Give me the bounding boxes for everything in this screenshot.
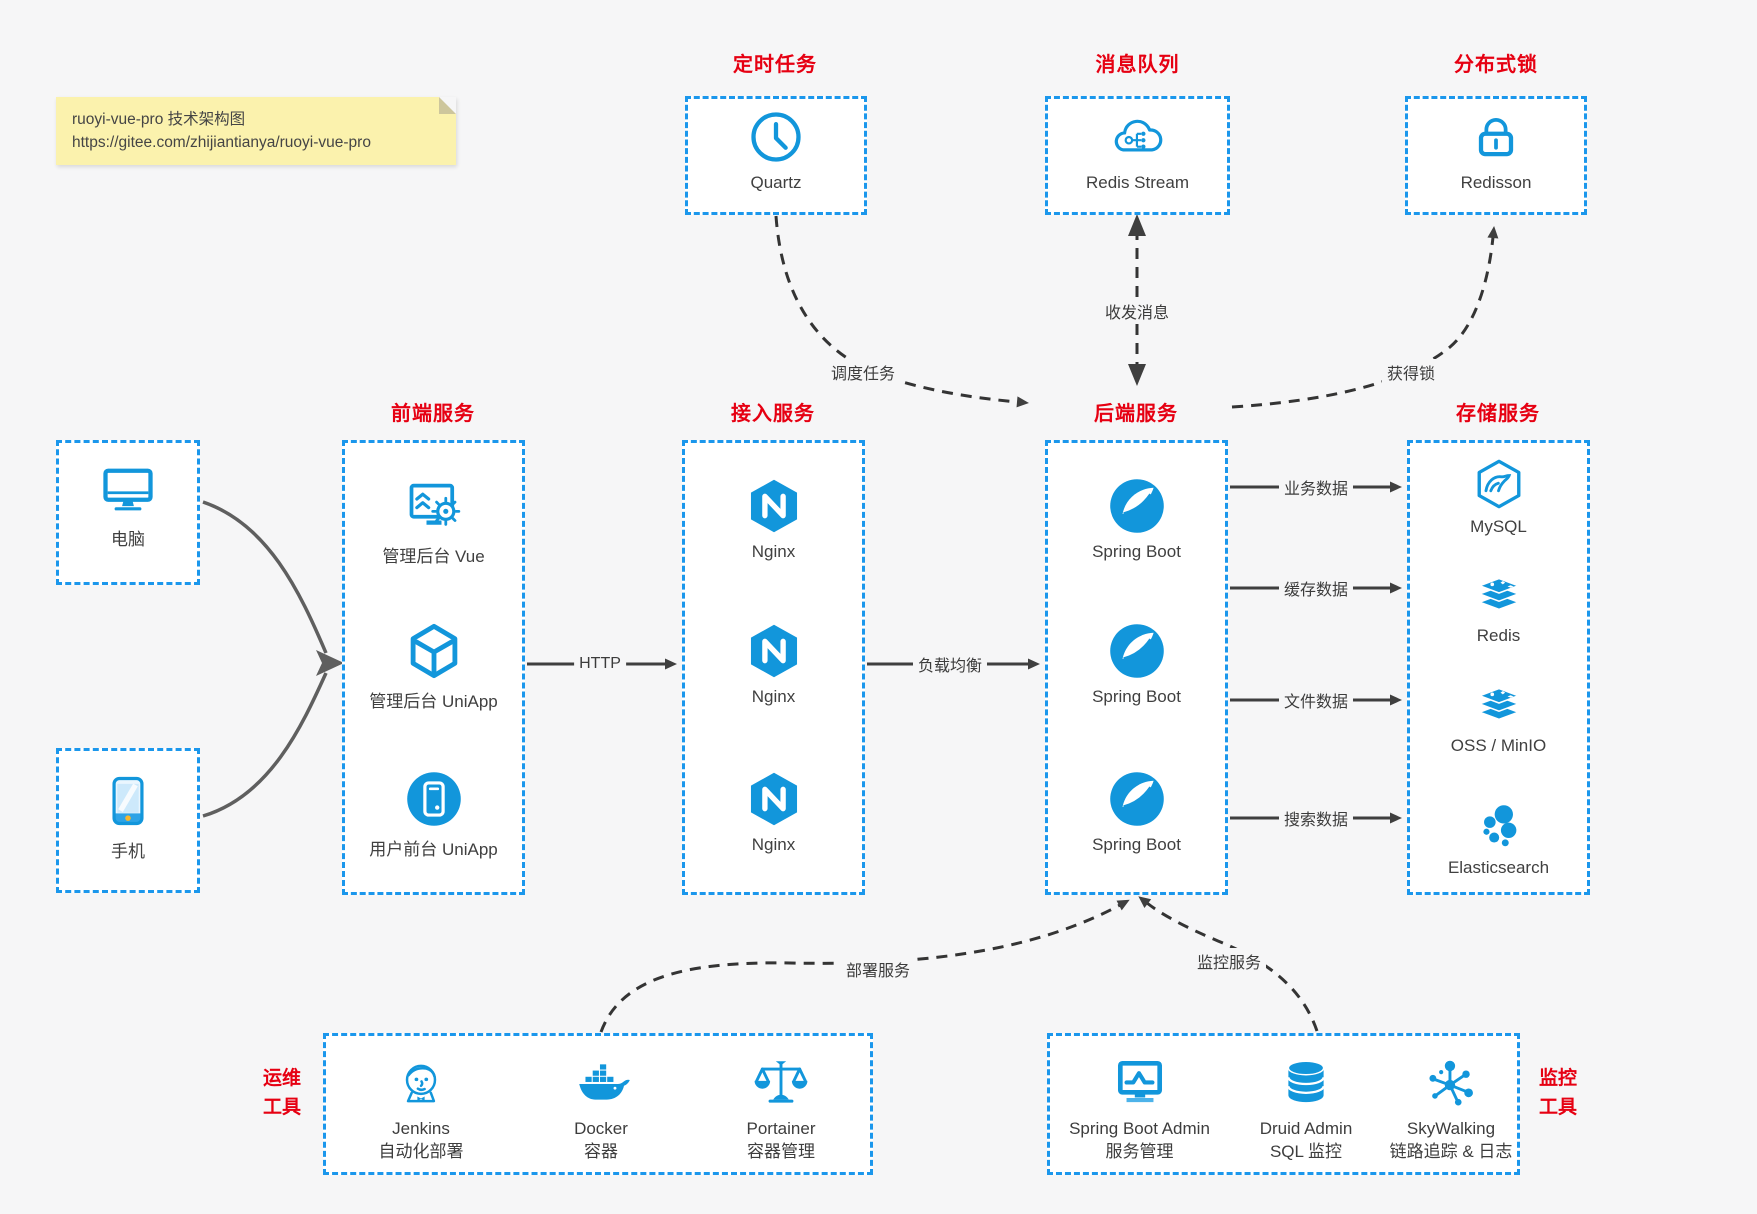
edge-label-search-data: 搜索数据	[1278, 805, 1354, 831]
title-scheduler: 定时任务	[733, 54, 817, 76]
spring-boot-icon	[1108, 478, 1165, 534]
backend-item-label: Spring Boot	[1092, 542, 1181, 561]
edge-label-acquire-lock: 获得锁	[1381, 359, 1441, 385]
oss-minio-icon	[1478, 687, 1519, 721]
redisson-label: Redisson	[1460, 173, 1532, 192]
box-redisson: Redisson	[1405, 96, 1587, 215]
monitoring-item-desc: 服务管理	[1105, 1142, 1174, 1161]
edge-label-http: HTTP	[574, 654, 626, 674]
arrowhead-clients	[316, 650, 344, 676]
docker-icon	[579, 1064, 630, 1100]
edge-label-file-data: 文件数据	[1278, 687, 1354, 713]
monitoring-item-name: Druid Admin	[1259, 1119, 1353, 1138]
frontend-item-label: 管理后台 UniApp	[369, 692, 498, 711]
box-quartz: Quartz	[685, 96, 867, 215]
gateway-item-label: Nginx	[751, 687, 796, 706]
user-uniapp-icon	[405, 770, 462, 828]
storage-item-label: Redis	[1476, 626, 1521, 645]
sticky-note: ruoyi-vue-pro 技术架构图 https://gitee.com/zh…	[56, 97, 456, 165]
note-fold-corner	[439, 97, 456, 114]
edge-label-deploy: 部署服务	[840, 956, 916, 982]
title-storage: 存储服务	[1456, 403, 1540, 425]
edge-label-dispatch: 调度任务	[825, 359, 901, 385]
monitoring-side-title: 监控 工具	[1538, 1068, 1577, 1118]
title-frontend: 前端服务	[391, 403, 475, 425]
lock-icon	[1466, 107, 1526, 167]
ops-item-desc: 自动化部署	[378, 1142, 464, 1161]
frontend-item-label: 管理后台 Vue	[382, 547, 485, 566]
storage-item-label: Elasticsearch	[1447, 858, 1550, 877]
spring-boot-admin-icon	[1111, 1054, 1169, 1112]
uniapp-cube-icon	[404, 621, 464, 681]
jenkins-icon	[405, 1064, 437, 1103]
monitoring-item-desc: SQL 监控	[1269, 1142, 1343, 1161]
mobile-label: 手机	[111, 842, 145, 861]
box-monitoring-tools: Spring Boot Admin 服务管理 Druid Admin SQL 监…	[1047, 1033, 1520, 1175]
box-pc: 电脑	[56, 440, 200, 585]
monitoring-item-desc: 链路追踪 & 日志	[1389, 1142, 1513, 1161]
box-storage: MySQL Redis OSS / MinIO Elasticsearch	[1407, 440, 1590, 895]
spring-boot-icon	[1108, 623, 1165, 679]
backend-item-label: Spring Boot	[1092, 687, 1181, 706]
clock-icon	[746, 107, 806, 167]
box-mobile: 手机	[56, 748, 200, 893]
ops-item-name: Jenkins	[392, 1119, 450, 1138]
gateway-item-label: Nginx	[751, 835, 796, 854]
quartz-label: Quartz	[750, 173, 802, 192]
edge-label-load-balance: 负载均衡	[912, 651, 988, 677]
edge-label-cache-data: 缓存数据	[1278, 575, 1354, 601]
edge-mobile-to-frontend	[202, 672, 328, 818]
edge-label-messages: 收发消息	[1099, 298, 1175, 324]
edge-label-monitor: 监控服务	[1191, 948, 1267, 974]
ops-side-title: 运维 工具	[262, 1068, 301, 1118]
nginx-icon	[744, 476, 804, 536]
pc-icon	[98, 459, 158, 519]
nginx-icon	[744, 621, 804, 681]
pc-label: 电脑	[111, 530, 145, 549]
ops-item-desc: 容器	[584, 1142, 618, 1161]
title-gateway: 接入服务	[731, 403, 815, 425]
edge-acquire-lock	[1231, 226, 1499, 409]
storage-item-label: OSS / MinIO	[1450, 736, 1547, 755]
skywalking-icon	[1428, 1059, 1475, 1107]
redis-icon	[1478, 577, 1519, 611]
storage-item-label: MySQL	[1470, 517, 1527, 536]
frontend-item-label: 用户前台 UniApp	[369, 840, 498, 859]
monitoring-item-name: SkyWalking	[1406, 1119, 1496, 1138]
edge-label-business-data: 业务数据	[1278, 474, 1354, 500]
box-gateway: Nginx Nginx Nginx	[682, 440, 865, 895]
ops-item-name: Portainer	[746, 1119, 816, 1138]
elasticsearch-icon	[1482, 805, 1516, 847]
box-backend: Spring Boot Spring Boot Spring Boot	[1045, 440, 1228, 895]
edge-pc-to-frontend	[202, 500, 328, 654]
backend-item-label: Spring Boot	[1092, 835, 1181, 854]
box-ops-tools: Jenkins 自动化部署 Docker 容器 Portainer 容器管理	[323, 1033, 873, 1175]
gateway-item-label: Nginx	[751, 542, 796, 561]
cloud-share-icon	[1114, 119, 1162, 152]
nginx-icon	[744, 769, 804, 829]
portainer-icon	[753, 1059, 809, 1103]
title-backend: 后端服务	[1094, 403, 1178, 425]
title-distributed-lock: 分布式锁	[1454, 54, 1538, 76]
redis-stream-label: Redis Stream	[1086, 173, 1189, 192]
note-title: ruoyi-vue-pro 技术架构图	[72, 111, 246, 128]
monitoring-item-name: Spring Boot Admin	[1069, 1119, 1210, 1138]
arrowhead-messages-up	[1128, 214, 1146, 236]
ops-item-desc: 容器管理	[747, 1142, 815, 1161]
mysql-icon	[1477, 459, 1520, 509]
druid-icon	[1287, 1060, 1325, 1104]
admin-vue-icon	[404, 476, 464, 536]
ops-item-name: Docker	[574, 1119, 628, 1138]
arrowhead-messages-down	[1128, 364, 1146, 386]
phone-icon	[98, 771, 158, 831]
box-frontend: 管理后台 Vue 管理后台 UniApp 用户前台 UniApp	[342, 440, 525, 895]
box-redis-stream: Redis Stream	[1045, 96, 1230, 215]
note-url: https://gitee.com/zhijiantianya/ruoyi-vu…	[72, 134, 371, 151]
title-message-queue: 消息队列	[1095, 54, 1180, 76]
spring-boot-icon	[1108, 771, 1165, 827]
